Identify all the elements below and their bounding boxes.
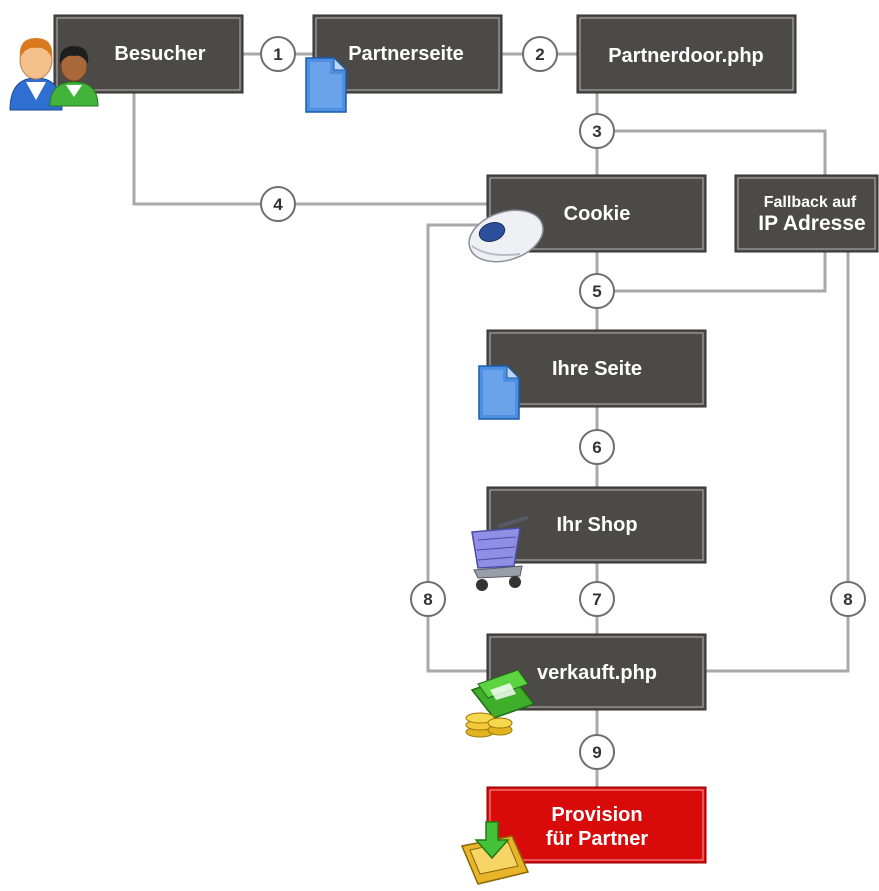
- step-8-left-label: 8: [423, 590, 432, 609]
- step-2: 2: [522, 36, 558, 72]
- step-5: 5: [579, 273, 615, 309]
- node-ihre-seite: Ihre Seite: [486, 329, 707, 408]
- node-verkauft-label: verkauft.php: [537, 662, 657, 684]
- node-partnerdoor: Partnerdoor.php: [576, 14, 797, 94]
- node-partnerdoor-label: Partnerdoor.php: [608, 45, 764, 67]
- node-cookie-label: Cookie: [564, 203, 631, 225]
- step-7: 7: [579, 581, 615, 617]
- step-6-label: 6: [592, 438, 601, 457]
- node-provision-label-line2: für Partner: [546, 828, 648, 850]
- step-8-right-label: 8: [843, 590, 852, 609]
- step-1: 1: [260, 36, 296, 72]
- node-fallback-label-line1: Fallback auf: [764, 194, 857, 211]
- mouse-icon: [468, 209, 544, 263]
- connector-fallback-step5: [597, 252, 827, 293]
- document-icon: [478, 364, 521, 420]
- connector-step3-fallback: [597, 129, 827, 175]
- connector-cookie-verkauft-left: [426, 223, 487, 673]
- step-9-label: 9: [592, 743, 601, 762]
- step-6: 6: [579, 429, 615, 465]
- node-ihr-shop-label: Ihr Shop: [556, 514, 637, 536]
- step-3-label: 3: [592, 122, 601, 141]
- connector-fallback-verkauft-right: [706, 252, 850, 673]
- inbox-download-icon: [460, 821, 530, 885]
- node-fallback-label-line2: IP Adresse: [758, 212, 865, 235]
- step-4-label: 4: [273, 195, 283, 214]
- shopping-cart-icon: [471, 516, 528, 591]
- users-icon: [9, 38, 99, 111]
- node-ihre-seite-label: Ihre Seite: [552, 358, 642, 380]
- node-partnerseite-label: Partnerseite: [348, 43, 464, 65]
- step-2-label: 2: [535, 45, 544, 64]
- money-icon: [465, 669, 536, 738]
- step-1-label: 1: [273, 45, 282, 64]
- step-8-left: 8: [410, 581, 446, 617]
- node-provision: Provision für Partner: [486, 786, 707, 864]
- step-4: 4: [260, 186, 296, 222]
- connector-besucher-cookie: [132, 93, 487, 206]
- step-3: 3: [579, 113, 615, 149]
- step-9: 9: [579, 734, 615, 770]
- node-besucher-label: Besucher: [114, 43, 205, 65]
- step-5-label: 5: [592, 282, 601, 301]
- document-icon: [305, 56, 348, 113]
- node-ihr-shop: Ihr Shop: [486, 486, 707, 564]
- step-7-label: 7: [592, 590, 601, 609]
- step-8-right: 8: [830, 581, 866, 617]
- node-provision-label-line1: Provision: [551, 804, 642, 826]
- node-fallback: Fallback auf IP Adresse: [734, 174, 879, 253]
